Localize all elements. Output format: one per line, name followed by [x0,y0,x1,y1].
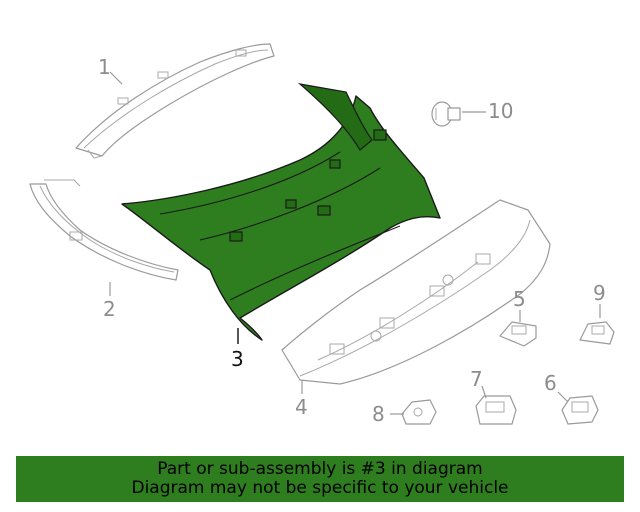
part-10-plug[interactable] [431,101,461,127]
part-5-lamp[interactable] [499,321,537,347]
callout-9[interactable]: 9 [593,281,606,305]
callout-5[interactable]: 5 [513,287,526,311]
leader-6 [557,391,569,403]
callout-6[interactable]: 6 [544,371,557,395]
part-6-bracket[interactable] [561,395,599,425]
part-9-lamp[interactable] [579,321,615,345]
callout-10[interactable]: 10 [488,99,513,123]
callout-7[interactable]: 7 [470,367,483,391]
leader-1 [109,71,123,85]
callout-4[interactable]: 4 [295,395,308,419]
callout-8[interactable]: 8 [372,402,385,426]
part-7-bracket[interactable] [475,395,517,425]
callout-1[interactable]: 1 [98,55,111,79]
part-8-clip[interactable] [401,399,437,425]
part-3-liftgate-panel[interactable] [121,83,441,341]
info-banner: Part or sub-assembly is #3 in diagram Di… [16,456,624,502]
leader-7 [481,385,487,399]
callout-2[interactable]: 2 [103,297,116,321]
banner-line-2: Diagram may not be specific to your vehi… [131,478,509,498]
parts-diagram: 1 2 3 4 5 [29,43,615,426]
part-2-side-trim[interactable] [29,179,179,281]
banner-line-1: Part or sub-assembly is #3 in diagram [157,459,483,479]
part-1-upper-trim[interactable] [75,43,275,159]
part-4-lower-trim[interactable] [281,199,551,385]
callout-3[interactable]: 3 [231,347,244,371]
